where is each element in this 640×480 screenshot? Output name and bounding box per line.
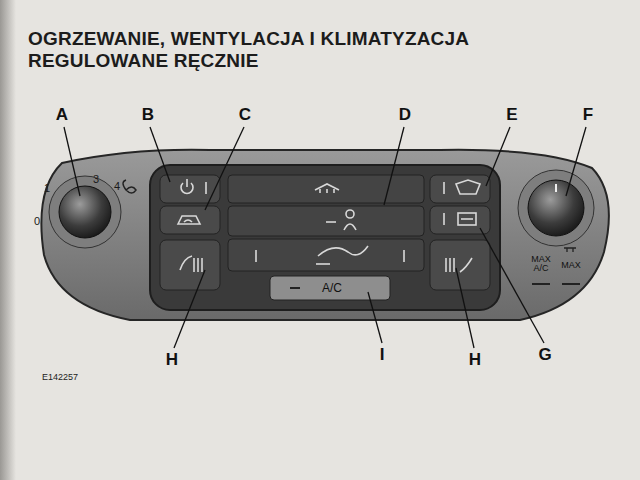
knob-ring: [49, 176, 121, 248]
knob-ring: [518, 170, 594, 246]
figure-code: E142257: [42, 373, 78, 382]
page-title: OGRZEWANIE, WENTYLACJA I KLIMATYZACJA RE…: [28, 28, 608, 72]
callout-letter: D: [399, 106, 411, 124]
callout-letter: B: [142, 106, 154, 124]
callout-letter: G: [538, 346, 551, 364]
button-label: A/C: [322, 282, 342, 295]
button: [430, 240, 490, 290]
ac-button: [270, 276, 390, 300]
button: [228, 239, 424, 271]
button: [430, 175, 490, 203]
panel-housing: [41, 150, 609, 320]
button: [228, 206, 424, 236]
callout-letter: I: [380, 346, 385, 364]
dial-mark: 4: [114, 181, 120, 193]
fan-knob: [59, 186, 111, 238]
button: [160, 240, 220, 290]
callout-letter: C: [239, 106, 251, 124]
callout-letter: E: [506, 106, 517, 124]
dial-mark: 1: [44, 183, 50, 195]
page-binding: [0, 0, 16, 480]
button: [228, 175, 424, 203]
leader-lines: [64, 127, 586, 348]
callout-letter: H: [469, 351, 481, 369]
button-label: MAX A/C: [529, 255, 553, 274]
callout-letter: A: [56, 106, 68, 124]
callout-letter: H: [166, 351, 178, 369]
dial-mark: 0: [34, 216, 40, 228]
button: [160, 206, 220, 234]
callout-letter: F: [583, 106, 593, 124]
dial-mark: 3: [93, 174, 99, 186]
temperature-knob: [528, 180, 584, 236]
button-label: MAX: [561, 261, 581, 270]
center-face: [150, 165, 500, 310]
